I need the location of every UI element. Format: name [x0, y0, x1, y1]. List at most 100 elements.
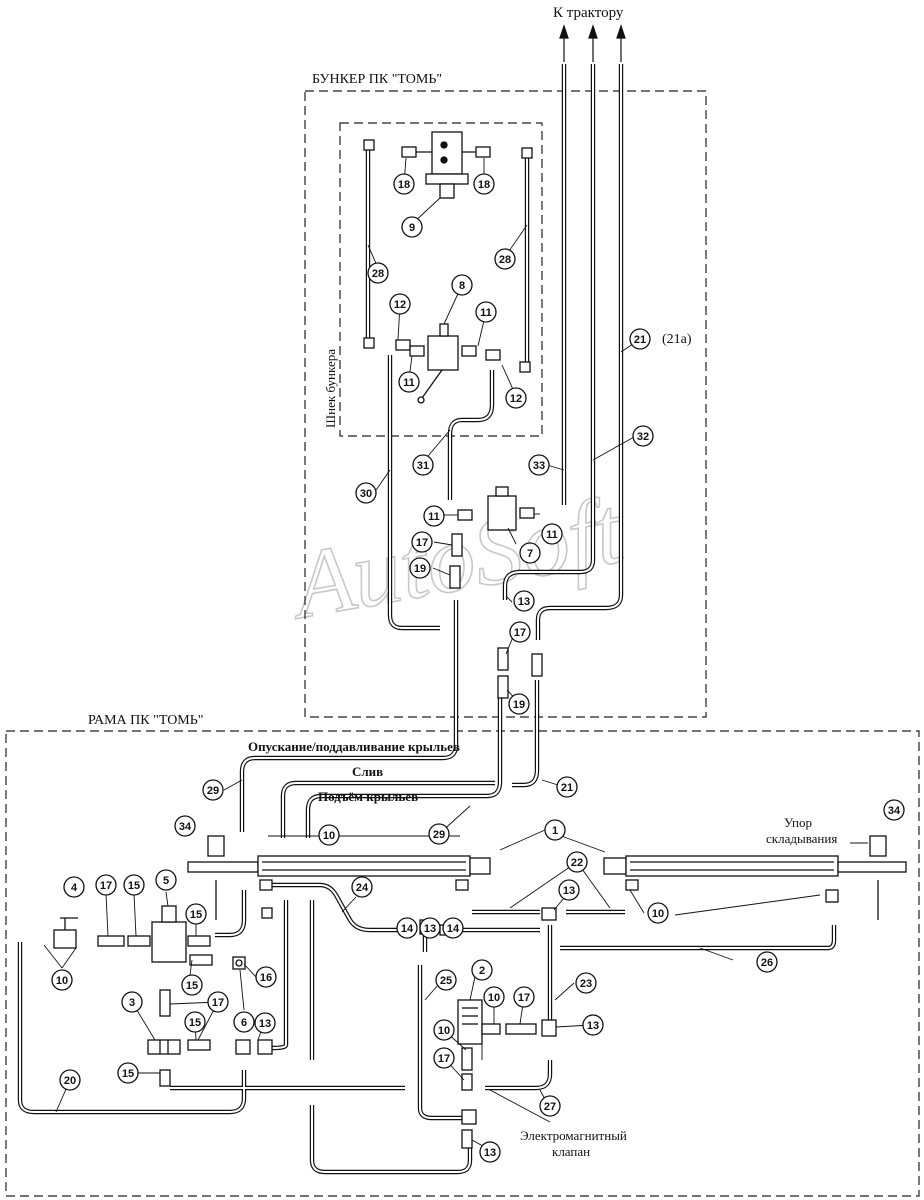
- callout-31: 31: [412, 454, 434, 476]
- callout-number: 9: [409, 222, 415, 234]
- callout-28: 28: [494, 248, 516, 270]
- hydraulic-motor-icon: [410, 131, 484, 199]
- callout-10: 10: [647, 902, 669, 924]
- callout-number: 31: [417, 460, 429, 472]
- callout-number: 34: [179, 821, 192, 833]
- callout-number: 18: [398, 179, 410, 191]
- hoses-inner: [19, 64, 835, 1173]
- callout-11: 11: [398, 371, 420, 393]
- callout-number: 29: [433, 829, 445, 841]
- gauge-icon: [232, 956, 246, 970]
- callout-number: 30: [360, 488, 372, 500]
- callout-number: 13: [259, 1018, 271, 1030]
- callout-22: 22: [566, 851, 588, 873]
- to-tractor-label: К трактору: [553, 5, 624, 21]
- callout-number: 20: [64, 1075, 76, 1087]
- callout-13: 13: [582, 1014, 604, 1036]
- callout-number: 15: [189, 1017, 201, 1029]
- callout-number: 16: [260, 972, 272, 984]
- callout-21: 21: [556, 776, 578, 798]
- hydraulic-cylinder-left: [187, 855, 491, 877]
- callout-13: 13: [419, 917, 441, 939]
- callout-number: 28: [499, 254, 511, 266]
- callout-number: 18: [478, 179, 490, 191]
- callout-2: 2: [471, 959, 493, 981]
- callout-number: 11: [480, 307, 492, 319]
- callout-14: 14: [442, 917, 464, 939]
- callout-number: 17: [416, 537, 428, 549]
- callout-13: 13: [558, 879, 580, 901]
- callout-5: 5: [155, 869, 177, 891]
- fittings: [97, 139, 839, 1149]
- fold-stop-icon: [207, 835, 887, 920]
- callout-number: 14: [401, 923, 414, 935]
- callout-34: 34: [174, 815, 196, 837]
- callout-23: 23: [575, 972, 597, 994]
- callout-24: 24: [351, 876, 373, 898]
- valve-5-icon: [151, 905, 187, 963]
- solenoid-valve-label-2: клапан: [552, 1144, 590, 1159]
- callout-10: 10: [51, 969, 73, 991]
- callout-number: 27: [544, 1101, 556, 1113]
- callout-17: 17: [433, 1047, 455, 1069]
- callout-26: 26: [756, 951, 778, 973]
- callout-16: 16: [255, 966, 277, 988]
- callout-number: 4: [71, 882, 78, 894]
- callout-29: 29: [428, 823, 450, 845]
- bunker-title: БУНКЕР ПК "ТОМЬ": [312, 72, 442, 87]
- tap-icon: [53, 917, 78, 949]
- callout-19: 19: [508, 693, 530, 715]
- callout-number: 15: [128, 880, 140, 892]
- callout-number: 1: [552, 825, 558, 837]
- callout-number: 25: [440, 975, 452, 987]
- callout-number: 19: [414, 563, 426, 575]
- callout-number: 13: [563, 885, 575, 897]
- auger-label: Шнек бункера: [323, 349, 338, 428]
- callout-14: 14: [396, 917, 418, 939]
- fold-stop-label-2: складывания: [766, 831, 837, 846]
- callout-13: 13: [254, 1012, 276, 1034]
- callout-number: 34: [888, 805, 901, 817]
- callout-number: 26: [761, 957, 773, 969]
- callout-15: 15: [185, 903, 207, 925]
- callout-number: 12: [510, 393, 522, 405]
- callout-number: 13: [424, 923, 436, 935]
- callout-1: 1: [544, 819, 566, 841]
- callout-3: 3: [121, 991, 143, 1013]
- callout-30: 30: [355, 482, 377, 504]
- lowering-label: Опускание/поддавливание крыльев: [248, 739, 460, 754]
- callout-number: 10: [652, 908, 664, 920]
- callout-number: 15: [186, 980, 198, 992]
- label-21a: (21а): [662, 332, 692, 347]
- callout-10: 10: [433, 1019, 455, 1041]
- callout-number: 11: [546, 529, 558, 541]
- callout-number: 3: [129, 997, 135, 1009]
- callout-9: 9: [401, 216, 423, 238]
- callout-number: 21: [561, 782, 573, 794]
- callout-number: 10: [488, 992, 500, 1004]
- callout-15: 15: [123, 874, 145, 896]
- callout-34: 34: [883, 799, 905, 821]
- callout-number: 8: [459, 280, 465, 292]
- callout-number: 13: [484, 1147, 496, 1159]
- callout-19: 19: [409, 557, 431, 579]
- callout-7: 7: [519, 542, 541, 564]
- callout-6: 6: [233, 1011, 255, 1033]
- callout-number: 15: [122, 1068, 134, 1080]
- callout-number: 15: [190, 909, 202, 921]
- callout-11: 11: [475, 301, 497, 323]
- callout-number: 14: [447, 923, 460, 935]
- fold-stop-label-1: Упор: [784, 815, 812, 830]
- callout-18: 18: [393, 173, 415, 195]
- callout-number: 11: [428, 511, 440, 523]
- callout-20: 20: [59, 1069, 81, 1091]
- callout-number: 10: [438, 1025, 450, 1037]
- callout-12: 12: [505, 387, 527, 409]
- callout-number: 17: [514, 627, 526, 639]
- callout-13: 13: [479, 1141, 501, 1163]
- frame-title: РАМА ПК "ТОМЬ": [88, 713, 204, 728]
- callout-25: 25: [435, 969, 457, 991]
- callout-11: 11: [423, 505, 445, 527]
- auger-frame: [339, 122, 543, 437]
- callout-17: 17: [207, 991, 229, 1013]
